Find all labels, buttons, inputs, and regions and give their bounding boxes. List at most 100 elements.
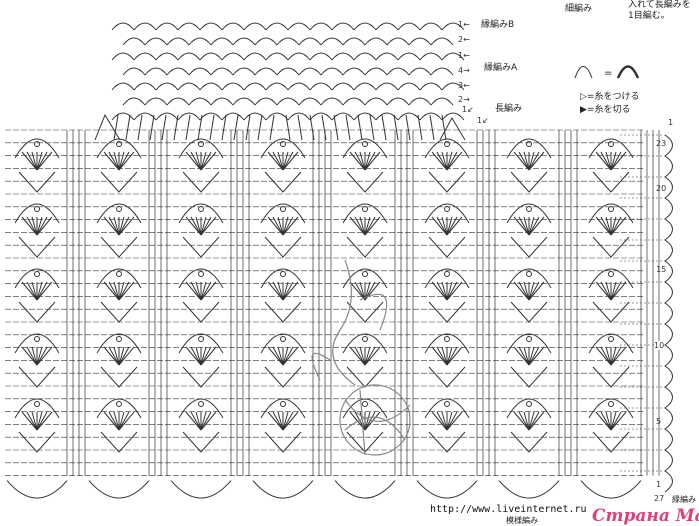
row-number-10: 10 bbox=[654, 341, 665, 350]
fan-stitch bbox=[118, 281, 130, 301]
v-stitch bbox=[182, 236, 220, 258]
fan-stitch bbox=[349, 151, 366, 171]
edging-arch bbox=[364, 67, 388, 76]
chain-arch bbox=[178, 398, 224, 419]
fan-stitch bbox=[436, 411, 448, 431]
chain-arch bbox=[260, 333, 306, 354]
fan-stitch bbox=[31, 216, 38, 236]
dc-stitch bbox=[297, 114, 303, 141]
fan-stitch bbox=[21, 216, 38, 236]
fan-stitch bbox=[113, 346, 120, 366]
fan-stitch bbox=[441, 281, 448, 301]
fan-stitch bbox=[267, 411, 284, 431]
edging-arch bbox=[232, 37, 256, 46]
fan-stitch bbox=[185, 216, 202, 236]
edging-arch bbox=[309, 22, 333, 31]
row-number-15: 15 bbox=[656, 265, 667, 274]
picot bbox=[280, 271, 286, 277]
picot bbox=[362, 401, 368, 407]
picot bbox=[198, 401, 204, 407]
edging-arch bbox=[155, 52, 179, 61]
fan-stitch bbox=[282, 281, 289, 301]
edging-arch bbox=[133, 22, 157, 31]
edging-arch bbox=[177, 52, 201, 61]
fan-stitch bbox=[200, 151, 212, 171]
edging-arch bbox=[331, 52, 355, 61]
fan-stitch bbox=[600, 411, 612, 431]
fan-stitch bbox=[359, 281, 366, 301]
edging-arch bbox=[199, 82, 223, 91]
fan-stitch bbox=[267, 151, 284, 171]
side-scallop bbox=[664, 407, 673, 430]
border-b-label: 縁編みB bbox=[481, 20, 515, 30]
fan-stitch bbox=[185, 346, 202, 366]
dc-stitch bbox=[333, 114, 339, 141]
fan-stitch bbox=[513, 281, 530, 301]
edging-arch bbox=[342, 97, 366, 106]
fan-stitch bbox=[528, 216, 545, 236]
edging-arch bbox=[342, 37, 366, 46]
edging-arch bbox=[386, 37, 410, 46]
edging-arch bbox=[397, 22, 421, 31]
picot bbox=[608, 271, 614, 277]
v-stitch bbox=[510, 366, 548, 388]
v-stitch bbox=[592, 431, 630, 453]
chain-arch bbox=[14, 268, 60, 289]
fan-stitch bbox=[595, 346, 612, 366]
fan-stitch bbox=[441, 411, 448, 431]
picot bbox=[444, 401, 450, 407]
v-stitch bbox=[428, 366, 466, 388]
watermark-brand: Страна Мам bbox=[592, 506, 699, 526]
chain-arch bbox=[588, 398, 634, 419]
fan-stitch bbox=[200, 281, 217, 301]
picot bbox=[198, 141, 204, 147]
picot bbox=[362, 336, 368, 342]
fan-stitch bbox=[272, 411, 284, 431]
edging-arch bbox=[166, 37, 190, 46]
fan-stitch bbox=[528, 346, 545, 366]
chain-arch bbox=[260, 203, 306, 224]
v-stitch bbox=[100, 431, 138, 453]
fan-stitch bbox=[441, 151, 448, 171]
bottom-scallop bbox=[416, 480, 478, 499]
row-mark: 2→ bbox=[458, 95, 470, 104]
fan-stitch bbox=[118, 216, 135, 236]
edging-arch bbox=[353, 82, 377, 91]
fan-stitch bbox=[446, 281, 463, 301]
dc-stitch bbox=[209, 114, 215, 141]
fan-stitch bbox=[36, 151, 48, 171]
edging-arch bbox=[177, 22, 201, 31]
edging-corner bbox=[94, 113, 466, 141]
fan-stitch bbox=[282, 216, 289, 236]
fan-stitch bbox=[200, 411, 217, 431]
fan-stitch bbox=[513, 216, 530, 236]
chain-arch bbox=[14, 203, 60, 224]
edging-arch bbox=[111, 112, 135, 121]
fan-stitch bbox=[200, 281, 212, 301]
bottom-scallop bbox=[88, 480, 150, 499]
edging-arch bbox=[353, 22, 377, 31]
fan-stitch bbox=[610, 216, 627, 236]
fan-stitch bbox=[200, 346, 212, 366]
v-stitch bbox=[18, 236, 56, 258]
fan-stitch bbox=[431, 216, 448, 236]
v-stitch bbox=[264, 366, 302, 388]
edging-arch bbox=[364, 97, 388, 106]
picot bbox=[608, 141, 614, 147]
dc-stitch bbox=[173, 114, 179, 141]
fan-stitch bbox=[26, 411, 38, 431]
side-scallop bbox=[664, 260, 673, 283]
fan-stitch bbox=[600, 216, 612, 236]
fan-stitch bbox=[436, 281, 448, 301]
fan-stitch bbox=[610, 346, 617, 366]
watermark-url: http://www.liveinternet.ru bbox=[430, 504, 587, 515]
v-stitch bbox=[510, 301, 548, 323]
edging-arch bbox=[166, 67, 190, 76]
side-scallop bbox=[664, 155, 673, 178]
yarn-ball-watermark bbox=[344, 389, 411, 456]
dc-stitch bbox=[321, 114, 327, 141]
edging-arch bbox=[386, 97, 410, 106]
picot bbox=[608, 206, 614, 212]
dc-stitch bbox=[149, 114, 155, 141]
v-stitch bbox=[510, 431, 548, 453]
